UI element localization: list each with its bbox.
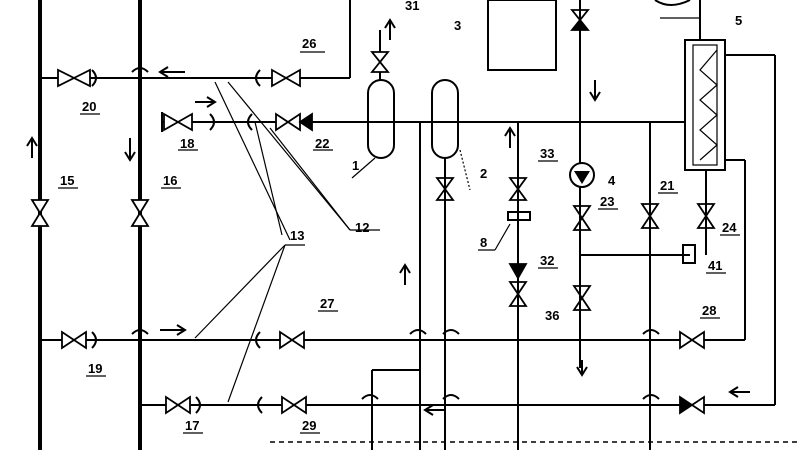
valve-27 <box>279 330 305 350</box>
tank-3 <box>487 0 557 71</box>
label-13: 13 <box>290 228 304 243</box>
pump-4-arrow <box>574 171 590 184</box>
filter-8 <box>507 211 531 221</box>
vessel-1 <box>367 79 395 159</box>
label-22: 22 <box>315 136 329 151</box>
valve-15 <box>30 199 50 227</box>
heat-exchanger-5 <box>684 39 726 171</box>
label-31: 31 <box>405 0 419 13</box>
valve-vent <box>370 51 390 73</box>
valve-26 <box>271 68 301 88</box>
heat-exchanger-inner <box>692 44 718 166</box>
valve-check-bottom <box>679 395 705 415</box>
label-15: 15 <box>60 173 74 188</box>
top-element <box>654 0 691 6</box>
label-21: 21 <box>660 178 674 193</box>
label-8: 8 <box>480 235 487 250</box>
label-28: 28 <box>702 303 716 318</box>
label-33: 33 <box>540 146 554 161</box>
valve-29 <box>281 395 307 415</box>
valve-18 <box>163 112 193 132</box>
couplings <box>91 67 660 414</box>
label-26: 26 <box>302 36 316 51</box>
valve-20 <box>57 68 91 88</box>
label-2: 2 <box>480 166 487 181</box>
label-23: 23 <box>600 194 614 209</box>
label-5: 5 <box>735 13 742 28</box>
valve-23 <box>572 205 592 231</box>
flow-arrows <box>26 18 750 416</box>
label-3: 3 <box>454 18 461 33</box>
label-4: 4 <box>608 173 616 188</box>
label-1: 1 <box>352 158 359 173</box>
label-36: 36 <box>545 308 559 323</box>
valve-36 <box>572 285 592 311</box>
label-27: 27 <box>320 296 334 311</box>
label-18: 18 <box>180 136 194 151</box>
vessel-2 <box>431 79 459 159</box>
label-12: 12 <box>355 220 369 235</box>
label-24: 24 <box>722 220 737 235</box>
valve-22-check <box>298 112 313 132</box>
label-17: 17 <box>185 418 199 433</box>
label-16: 16 <box>163 173 177 188</box>
label-20: 20 <box>82 99 96 114</box>
label-32: 32 <box>540 253 554 268</box>
valve-17 <box>165 395 191 415</box>
valve-28 <box>679 330 705 350</box>
valve-19 <box>61 330 87 350</box>
label-19: 19 <box>88 361 102 376</box>
leader-lines <box>194 81 471 403</box>
label-41: 41 <box>708 258 722 273</box>
label-29: 29 <box>302 418 316 433</box>
label-underlines <box>58 51 740 434</box>
valve-16 <box>130 199 150 227</box>
valve-22 <box>275 112 301 132</box>
heat-exchanger-coil <box>699 49 718 161</box>
meter-41 <box>682 244 696 264</box>
